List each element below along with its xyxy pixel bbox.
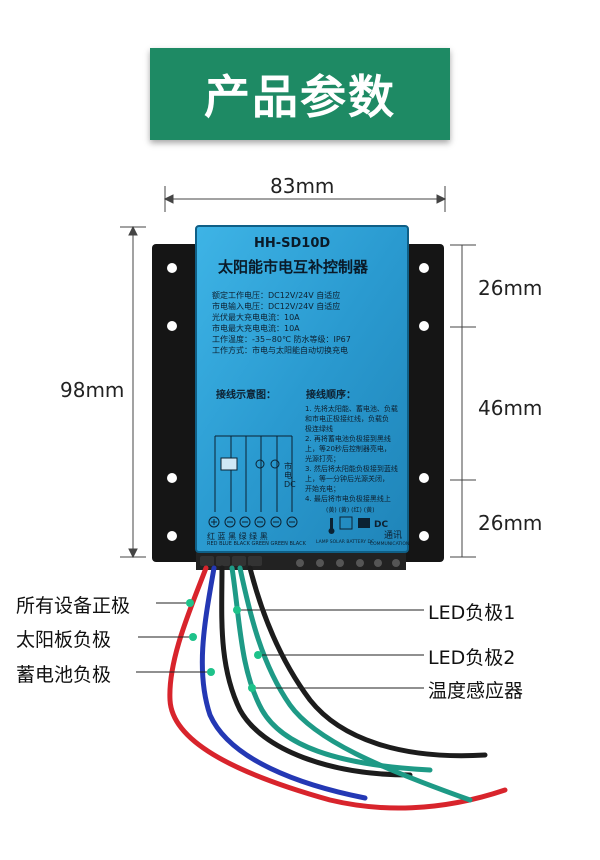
device-model: HH-SD10D bbox=[254, 236, 331, 251]
step-line: 上，等一分钟后光源关闭， bbox=[305, 475, 389, 483]
spec-line: 工作方式：市电与太阳能自动切换充电 bbox=[212, 346, 348, 355]
step-line: 3. 然后将太阳能负极接到蓝线 bbox=[305, 465, 398, 473]
port-colors-en: RED BLUE BLACK GREEN GREEN BLACK bbox=[207, 541, 306, 547]
callout-led-negative-2: LED负极2 bbox=[428, 647, 516, 669]
wire-green-1 bbox=[229, 565, 433, 773]
spec-line: 市电输入电压：DC12V/24V 自适应 bbox=[212, 302, 341, 311]
wire-markers bbox=[186, 599, 262, 692]
step-line: 和市电正极接红线，负载负 bbox=[305, 415, 389, 423]
wiring-steps: 1. 先将太阳能、蓄电池、负载 和市电正极接红线，负载负 极连绿线 2. 再将蓄… bbox=[305, 404, 398, 504]
order-label: 接线顺序： bbox=[306, 390, 356, 401]
spec-list: 额定工作电压：DC12V/24V 自适应 市电输入电压：DC12V/24V 自适… bbox=[212, 290, 351, 356]
step-line: 4. 最后将市电负极接黑线上 bbox=[305, 495, 391, 503]
callout-led-negative-1: LED负极1 bbox=[428, 602, 516, 624]
wiring-diagram bbox=[214, 435, 293, 512]
dimension-height: 98mm bbox=[60, 378, 125, 402]
spec-line: 光伏最大充电电流：10A bbox=[212, 313, 300, 322]
step-line: 1. 先将太阳能、蓄电池、负载 bbox=[305, 405, 398, 413]
port-right-cn: (黄) (黄) (红) (黄) bbox=[326, 507, 375, 514]
port-colors-cn: 红 蓝 黑 绿 绿 黑 bbox=[207, 532, 268, 541]
spec-line: 市电最大充电电流：10A bbox=[212, 324, 300, 333]
wire-red bbox=[167, 565, 508, 811]
dimension-width: 83mm bbox=[270, 174, 335, 198]
callout-all-positive: 所有设备正极 bbox=[16, 595, 131, 617]
callout-temperature-sensor: 温度感应器 bbox=[428, 680, 524, 702]
cable-glands bbox=[200, 556, 400, 567]
dimension-middle-section: 46mm bbox=[478, 396, 543, 420]
spec-line: 额定工作电压：DC12V/24V 自适应 bbox=[212, 291, 341, 300]
section-dimension-lines bbox=[450, 244, 476, 558]
step-line: 上，等20秒后控制器亮电， bbox=[305, 445, 391, 453]
spec-line: 工作温度：-35~80℃ 防水等级：IP67 bbox=[212, 335, 351, 344]
bottom-icons bbox=[328, 516, 370, 534]
dimension-top-section: 26mm bbox=[478, 276, 543, 300]
title-banner: 产品参数 bbox=[150, 48, 450, 140]
dimension-bottom-section: 26mm bbox=[478, 511, 543, 535]
wire-black-2 bbox=[247, 565, 488, 759]
controller-panel bbox=[195, 225, 409, 553]
height-dimension-line bbox=[120, 225, 146, 559]
port-right-en: LAMP SOLAR BATTERY DC bbox=[316, 540, 375, 545]
banner-title: 产品参数 bbox=[204, 70, 396, 124]
step-line: 开始充电； bbox=[305, 485, 340, 493]
step-line: 光源打亮； bbox=[305, 455, 340, 463]
step-line: 极连绿线 bbox=[305, 425, 333, 433]
comm-label-cn: 通讯 bbox=[384, 531, 403, 541]
callout-lines bbox=[136, 602, 424, 689]
width-dimension-line bbox=[163, 186, 447, 212]
callout-battery-negative: 蓄电池负极 bbox=[16, 664, 112, 686]
diagram-label: 接线示意图： bbox=[216, 390, 276, 401]
terminal-symbols bbox=[208, 516, 298, 528]
mains-label: 市电DC bbox=[284, 462, 296, 489]
dc-label: DC bbox=[374, 520, 389, 530]
callout-solar-negative: 太阳板负极 bbox=[16, 629, 112, 651]
comm-label-en: COMMUNICATION bbox=[370, 542, 410, 547]
wires bbox=[167, 565, 508, 811]
device-name: 太阳能市电互补控制器 bbox=[218, 258, 369, 276]
wire-green-2 bbox=[237, 565, 473, 803]
wire-blue bbox=[199, 565, 368, 801]
wire-black-1 bbox=[219, 565, 413, 778]
step-line: 2. 再将蓄电池负极接到黑线 bbox=[305, 435, 391, 443]
